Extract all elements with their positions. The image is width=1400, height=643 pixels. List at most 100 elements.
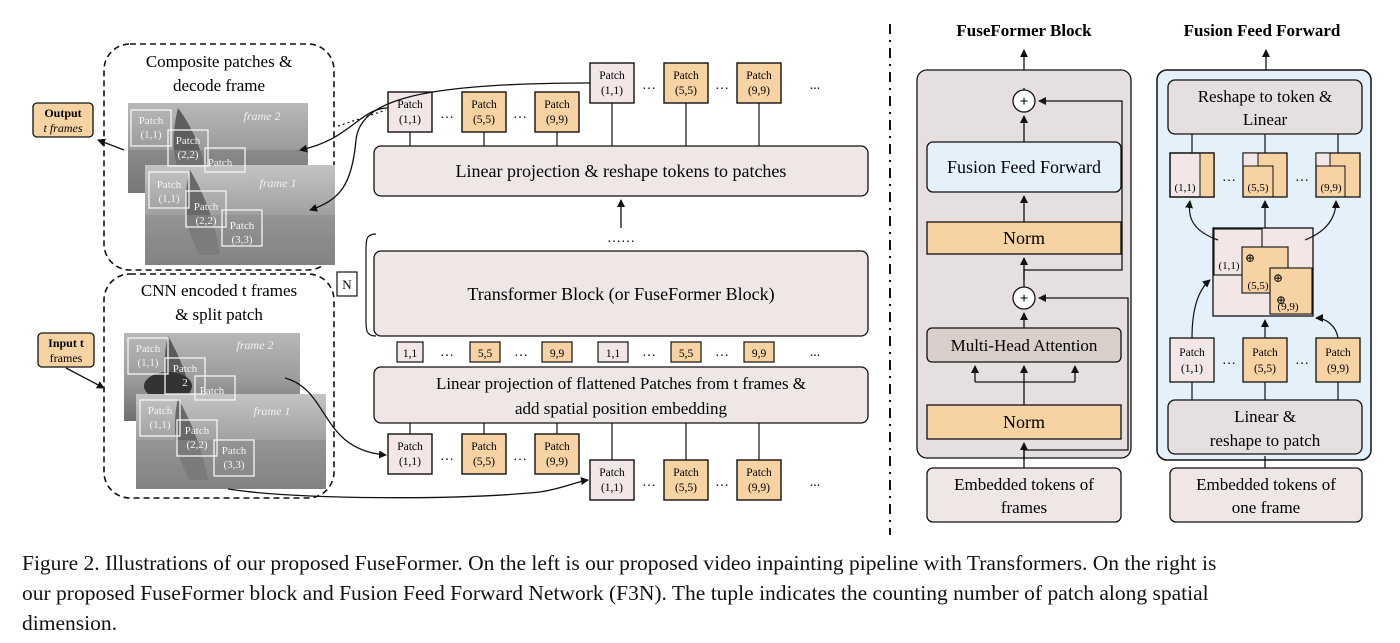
in1-patch-b-id: (5,5)	[473, 456, 495, 468]
img-bot-patch-a-id: (1,1)	[137, 357, 158, 369]
f3n-top-ellipsis-a: …	[1222, 170, 1236, 185]
in1-patch-b: Patch	[471, 441, 497, 453]
out2-patch-c: Patch	[746, 70, 772, 82]
out2-patch-a: Patch	[599, 70, 625, 82]
out1-patch-a-id: (1,1)	[399, 114, 421, 126]
linear-flatten-label-1: Linear projection of flattened Patches f…	[436, 374, 806, 393]
plus-top-sign: +	[1020, 94, 1029, 110]
in2-ellipsis-tail: ...	[810, 475, 821, 490]
out2-patch-b-id: (5,5)	[675, 85, 697, 97]
composite-panel	[103, 43, 335, 271]
f3n-bottom-patches	[1169, 337, 1361, 383]
linear-reshape-patch-box	[1167, 399, 1363, 455]
token-a: 1,1	[403, 348, 418, 360]
caption-line-1: Figure 2. Illustrations of our proposed …	[22, 551, 1217, 575]
out1-patch-b-id: (5,5)	[473, 114, 495, 126]
img-top-patch-e-id: (2,2)	[195, 215, 216, 227]
oplus-b: ⊕	[1273, 271, 1283, 285]
img-bot-patch-f-id: (3,3)	[223, 459, 244, 471]
output-label-2: t frames	[44, 121, 83, 135]
transformer-block-box	[373, 250, 869, 337]
mha-label: Multi-Head Attention	[951, 336, 1098, 355]
token-ellipsis-d: …	[715, 345, 729, 360]
token-d: 1,1	[606, 348, 621, 360]
arrow-patch-to-composite-b	[309, 82, 591, 212]
input-patch-row-2	[589, 459, 782, 501]
output-patch-row-2	[589, 62, 782, 104]
f3n-bot-id-a: (1,1)	[1181, 363, 1203, 375]
transformer-block-label: Transformer Block (or FuseFormer Block)	[467, 284, 774, 305]
f3n-embedded-box	[1169, 467, 1363, 523]
img-top-patch-f: Patch	[230, 220, 255, 232]
token-ellipsis-tail: ...	[810, 345, 821, 360]
reshape-token-label-2: Linear	[1243, 110, 1288, 129]
ff-embedded-label-1: Embedded tokens of	[954, 475, 1094, 494]
out2-ellipsis-a: …	[642, 78, 656, 93]
f3n-fused-square-c	[1269, 267, 1313, 315]
stack-dots: ……	[607, 231, 635, 246]
linear-flatten-box	[373, 366, 869, 424]
img-bot-patch-e-id: (2,2)	[186, 439, 207, 451]
cnn-title-2: & split patch	[175, 305, 263, 324]
arrow-to-output	[97, 138, 125, 151]
out2-ellipsis-tail: ...	[810, 78, 821, 93]
n-bracket	[365, 233, 377, 337]
linear-reshape-patch-label-2: reshape to patch	[1210, 431, 1321, 450]
img-top-patch-c: Patch	[208, 157, 233, 169]
composite-title-1: Composite patches &	[146, 52, 292, 71]
arrow-encoded-to-input-b	[227, 477, 589, 499]
out1-ellipsis-b: …	[513, 107, 527, 122]
in1-ellipsis-b: …	[513, 449, 527, 464]
f3n-top-id-a: (1,1)	[1174, 182, 1195, 194]
f3n-bot-ellipsis-b: …	[1295, 353, 1309, 368]
out2-patch-c-id: (9,9)	[748, 85, 770, 97]
output-patch-row-1	[387, 91, 580, 133]
img-bot-patch-a: Patch	[136, 343, 161, 355]
in1-patch-c-id: (9,9)	[546, 456, 568, 468]
in2-patch-c-id: (9,9)	[748, 482, 770, 494]
f3n-center-id-b: (5,5)	[1247, 280, 1268, 292]
norm-bottom-box	[926, 404, 1122, 440]
f3n-top-id-b: (5,5)	[1247, 182, 1268, 194]
arrow-bot-to-fused-a	[1191, 279, 1211, 339]
img-top-patch-b-id: (2,2)	[177, 149, 198, 161]
arrow-from-input	[65, 367, 105, 389]
in1-patch-a-id: (1,1)	[399, 456, 421, 468]
frame-1-label-bottom: frame 1	[254, 404, 291, 418]
token-e: 5,5	[679, 348, 694, 360]
out1-patch-b: Patch	[471, 99, 497, 111]
f3n-bot-id-b: (5,5)	[1254, 363, 1276, 375]
out2-patch-a-id: (1,1)	[601, 85, 623, 97]
dotted-link	[337, 109, 387, 127]
plus-bottom-sign: +	[1020, 291, 1029, 307]
in1-ellipsis-a: …	[440, 449, 454, 464]
linear-flatten-label-2: add spatial position embedding	[515, 399, 727, 418]
arrow-patch-to-composite-a	[299, 107, 389, 153]
caption-line-2: our proposed FuseFormer block and Fusion…	[22, 581, 1209, 605]
token-b: 5,5	[478, 348, 493, 360]
oplus-c: ⊕	[1276, 293, 1286, 307]
norm-top-label: Norm	[1003, 228, 1045, 248]
ff-embedded-label-2: frames	[1001, 498, 1047, 517]
in2-patch-a-id: (1,1)	[601, 482, 623, 494]
img-bot-patch-d: Patch	[148, 405, 173, 417]
frame-2-label-top: frame 2	[244, 109, 281, 123]
in2-ellipsis-a: …	[642, 475, 656, 490]
frame-2-label-bottom: frame 2	[237, 338, 274, 352]
f3n-center-id-c: (9,9)	[1277, 301, 1298, 313]
norm-bottom-label: Norm	[1003, 412, 1045, 432]
token-ellipsis-a: …	[440, 345, 454, 360]
f3n-bot-patch-b: Patch	[1252, 347, 1278, 359]
img-top-patch-f-id: (3,3)	[231, 234, 252, 246]
token-c: 9,9	[550, 348, 565, 360]
f3n-bot-patch-a: Patch	[1179, 347, 1205, 359]
img-top-patch-a: Patch	[139, 115, 164, 127]
frame-1-label-top: frame 1	[260, 176, 297, 190]
img-top-patch-e: Patch	[194, 201, 219, 213]
output-box	[32, 102, 94, 138]
img-bot-patch-b-id: 2	[182, 377, 188, 389]
arrow-fused-to-top-a	[1185, 200, 1219, 241]
n-label: N	[342, 277, 352, 292]
img-bot-patch-d-id: (1,1)	[149, 419, 170, 431]
cnn-title-1: CNN encoded t frames	[141, 281, 297, 300]
